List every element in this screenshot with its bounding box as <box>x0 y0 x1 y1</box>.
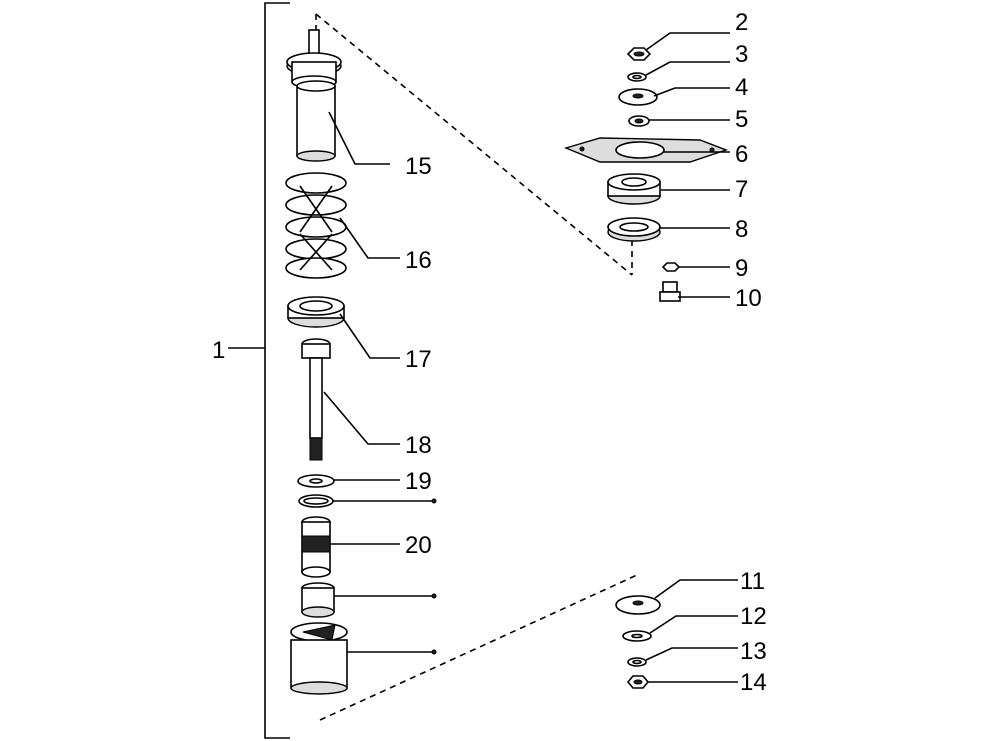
label-16: 16 <box>405 247 432 274</box>
washer-part-19 <box>297 474 335 488</box>
bearing-part-7 <box>607 173 661 205</box>
bolt-part-10 <box>659 281 681 302</box>
leader-lines <box>323 32 738 683</box>
nut-part-2 <box>626 47 652 61</box>
dashed-guides <box>315 13 638 721</box>
washer-part-13 <box>627 657 647 667</box>
label-20: 20 <box>405 532 432 559</box>
nut-part-14 <box>626 675 650 689</box>
label-6: 6 <box>735 141 748 168</box>
washer-part-12 <box>622 630 652 642</box>
label-18: 18 <box>405 432 432 459</box>
part-labels: 1 2 3 4 5 6 7 8 9 10 11 12 13 14 15 16 1… <box>212 9 767 696</box>
washer-part-3 <box>627 72 647 82</box>
dust-boot-part-15 <box>296 80 336 162</box>
label-5: 5 <box>735 106 748 133</box>
seat-part-8 <box>607 217 661 242</box>
plate-part-4 <box>618 88 658 106</box>
label-10: 10 <box>735 285 762 312</box>
label-1: 1 <box>212 337 225 364</box>
cap-part-11 <box>615 595 661 615</box>
nut-part-5 <box>628 115 650 127</box>
label-15: 15 <box>405 153 432 180</box>
valve-body-part-20 <box>301 516 331 578</box>
strut-top-mount <box>286 29 342 89</box>
label-4: 4 <box>735 74 748 101</box>
label-11: 11 <box>740 568 765 595</box>
washer-part-9 <box>661 262 681 272</box>
label-9: 9 <box>735 255 748 282</box>
o-ring-part <box>298 494 334 508</box>
label-2: 2 <box>735 9 748 36</box>
label-3: 3 <box>735 41 748 68</box>
coil-spring-part-16 <box>285 172 347 279</box>
label-13: 13 <box>740 638 767 665</box>
strut-housing-part <box>290 622 348 695</box>
label-19: 19 <box>405 468 432 495</box>
label-8: 8 <box>735 216 748 243</box>
label-12: 12 <box>740 603 767 630</box>
bushing-part <box>301 582 335 618</box>
spring-seat-part-17 <box>287 296 345 328</box>
assembly-bracket <box>228 2 290 739</box>
label-17: 17 <box>405 346 432 373</box>
mount-plate-part-6 <box>563 137 729 163</box>
label-7: 7 <box>735 176 748 203</box>
label-14: 14 <box>740 669 767 696</box>
piston-rod-part-18 <box>301 338 331 461</box>
